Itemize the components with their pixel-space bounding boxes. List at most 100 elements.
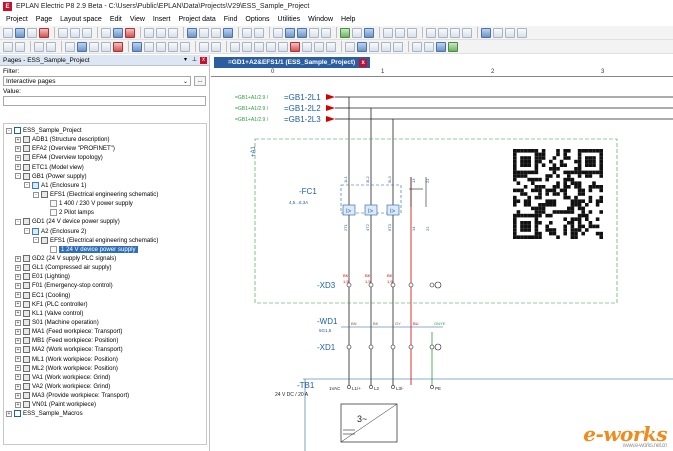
schematic-drawing[interactable]: =GB1+A1/2.9 / =GB1+A1/2.9 / =GB1+A1/2.9 … [211, 77, 673, 451]
toolbar-button-icon[interactable] [125, 27, 135, 38]
tree-item[interactable]: 1 400 / 230 V power supply [4, 199, 206, 208]
terminal-strip-xd3[interactable]: -XD3 [317, 281, 442, 290]
toolbar-button-icon[interactable] [34, 41, 44, 52]
toolbar-button-icon[interactable] [273, 27, 283, 38]
toolbar-button-icon[interactable] [381, 41, 391, 52]
filter-select[interactable]: Interactive pages ⌄ [3, 76, 191, 86]
tree-item[interactable]: 2 Pilot lamps [4, 208, 206, 217]
expand-icon[interactable]: + [15, 319, 21, 326]
toolbar-button-icon[interactable] [187, 27, 197, 38]
tree-item[interactable]: +EFA2 (Overview "PROFINET") [4, 144, 206, 153]
toolbar-button-icon[interactable] [383, 27, 393, 38]
toolbar-button-icon[interactable] [101, 27, 111, 38]
menu-item-project[interactable]: Project [6, 16, 28, 23]
tree-item[interactable]: -ESS_Sample_Project [4, 126, 206, 135]
expand-icon[interactable]: + [15, 292, 21, 299]
toolbar-button-icon[interactable] [462, 27, 472, 38]
close-tab-icon[interactable]: x [359, 58, 368, 67]
tree-item[interactable]: +GL1 (Compressed air supply) [4, 263, 206, 272]
toolbar-button-icon[interactable] [326, 41, 336, 52]
menu-item-page[interactable]: Page [35, 16, 53, 23]
expand-icon[interactable]: + [15, 365, 21, 372]
toolbar-button-icon[interactable] [278, 41, 288, 52]
expand-icon[interactable]: + [15, 356, 21, 363]
terminal-strip-xd1[interactable]: -XD1 [317, 343, 442, 352]
toolbar-button-icon[interactable] [448, 41, 458, 52]
toolbar-button-icon[interactable] [254, 27, 264, 38]
toolbar-button-icon[interactable] [199, 27, 209, 38]
tree-item[interactable]: +GD2 (24 V supply PLC signals) [4, 254, 206, 263]
tree-item[interactable]: +MA2 (Work workpiece: Transport) [4, 345, 206, 354]
expand-icon[interactable]: + [15, 282, 21, 289]
toolbar-button-icon[interactable] [481, 27, 491, 38]
menu-item-insert[interactable]: Insert [152, 16, 171, 23]
tree-item[interactable]: +EFA4 (Overview topology) [4, 153, 206, 162]
tree-item[interactable]: +ADB1 (Structure description) [4, 135, 206, 144]
toolbar-button-icon[interactable] [242, 41, 252, 52]
collapse-icon[interactable]: - [15, 218, 21, 225]
toolbar-button-icon[interactable] [357, 41, 367, 52]
toolbar-button-icon[interactable] [395, 27, 405, 38]
menu-item-project-data[interactable]: Project data [178, 16, 216, 23]
toolbar-button-icon[interactable] [352, 27, 362, 38]
cable-wd1[interactable]: -WD1 5G1,5 BN BK GY BU GNYE [317, 317, 446, 333]
expand-icon[interactable]: + [15, 264, 21, 271]
expand-icon[interactable]: + [15, 401, 21, 408]
tree-item[interactable]: -A1 (Enclosure 1) [4, 181, 206, 190]
toolbar-button-icon[interactable] [211, 27, 221, 38]
document-tab[interactable]: =GD1+A2&EFS1/1 (ESS_Sample_Project) x [214, 57, 371, 68]
menu-item-options[interactable]: Options [245, 16, 270, 23]
schematic-editor[interactable]: =GD1+A2&EFS1/1 (ESS_Sample_Project) x 0 … [211, 55, 673, 451]
tree-item[interactable]: +KL1 (Valve control) [4, 309, 206, 318]
toolbar-button-icon[interactable] [144, 41, 154, 52]
tree-item[interactable]: -EFS1 (Electrical engineering schematic) [4, 236, 206, 245]
toolbar-button-icon[interactable] [70, 27, 80, 38]
expand-icon[interactable]: + [15, 383, 21, 390]
toolbar-button-icon[interactable] [493, 27, 503, 38]
expand-icon[interactable]: + [15, 301, 21, 308]
expand-icon[interactable]: + [15, 346, 21, 353]
toolbar-button-icon[interactable] [242, 27, 252, 38]
toolbar-button-icon[interactable] [505, 27, 515, 38]
collapse-icon[interactable]: - [24, 228, 30, 235]
expand-icon[interactable]: + [15, 164, 21, 171]
menu-item-view[interactable]: View [129, 16, 145, 23]
toolbar-button-icon[interactable] [369, 41, 379, 52]
collapse-icon[interactable]: - [33, 191, 39, 198]
toolbar-button-icon[interactable] [101, 41, 111, 52]
tree-item[interactable]: +VA2 (Work workpiece: Grind) [4, 382, 206, 391]
expand-icon[interactable]: + [15, 392, 21, 399]
toolbar-button-icon[interactable] [144, 27, 154, 38]
tree-item[interactable]: -GB1 (Power supply) [4, 172, 206, 181]
toolbar-button-icon[interactable] [266, 41, 276, 52]
toolbar-button-icon[interactable] [230, 41, 240, 52]
toolbar-button-icon[interactable] [180, 41, 190, 52]
toolbar-button-icon[interactable] [156, 27, 166, 38]
toolbar-button-icon[interactable] [199, 41, 209, 52]
toolbar-button-icon[interactable] [15, 41, 25, 52]
expand-icon[interactable]: + [15, 310, 21, 317]
tree-item[interactable]: +MB1 (Feed workpiece: Position) [4, 336, 206, 345]
expand-icon[interactable]: + [15, 154, 21, 161]
toolbar-button-icon[interactable] [345, 41, 355, 52]
menu-item-window[interactable]: Window [308, 16, 334, 23]
toolbar-button-icon[interactable] [58, 27, 68, 38]
expand-icon[interactable]: + [15, 273, 21, 280]
toolbar-button-icon[interactable] [89, 41, 99, 52]
expand-icon[interactable]: + [15, 374, 21, 381]
menu-item-edit[interactable]: Edit [109, 16, 122, 23]
toolbar-button-icon[interactable] [168, 41, 178, 52]
tree-item[interactable]: +ML1 (Work workpiece: Position) [4, 355, 206, 364]
tree-item[interactable]: +MA1 (Feed workpiece: Transport) [4, 327, 206, 336]
breaker-fc1[interactable]: -FC1 4,5...6,3A I> I> I> 1L1 3L2 5L3 13 … [289, 176, 430, 231]
tree-item[interactable]: +ESS_Sample_Macros [4, 409, 206, 418]
toolbar-button-icon[interactable] [46, 41, 56, 52]
toolbar-button-icon[interactable] [438, 27, 448, 38]
toolbar-button-icon[interactable] [3, 41, 13, 52]
toolbar-button-icon[interactable] [450, 27, 460, 38]
collapse-icon[interactable]: - [33, 237, 39, 244]
toolbar-button-icon[interactable] [113, 27, 123, 38]
tree-item[interactable]: +MA3 (Provide workpiece: Transport) [4, 391, 206, 400]
toolbar-button-icon[interactable] [302, 41, 312, 52]
toolbar-button-icon[interactable] [15, 27, 25, 38]
